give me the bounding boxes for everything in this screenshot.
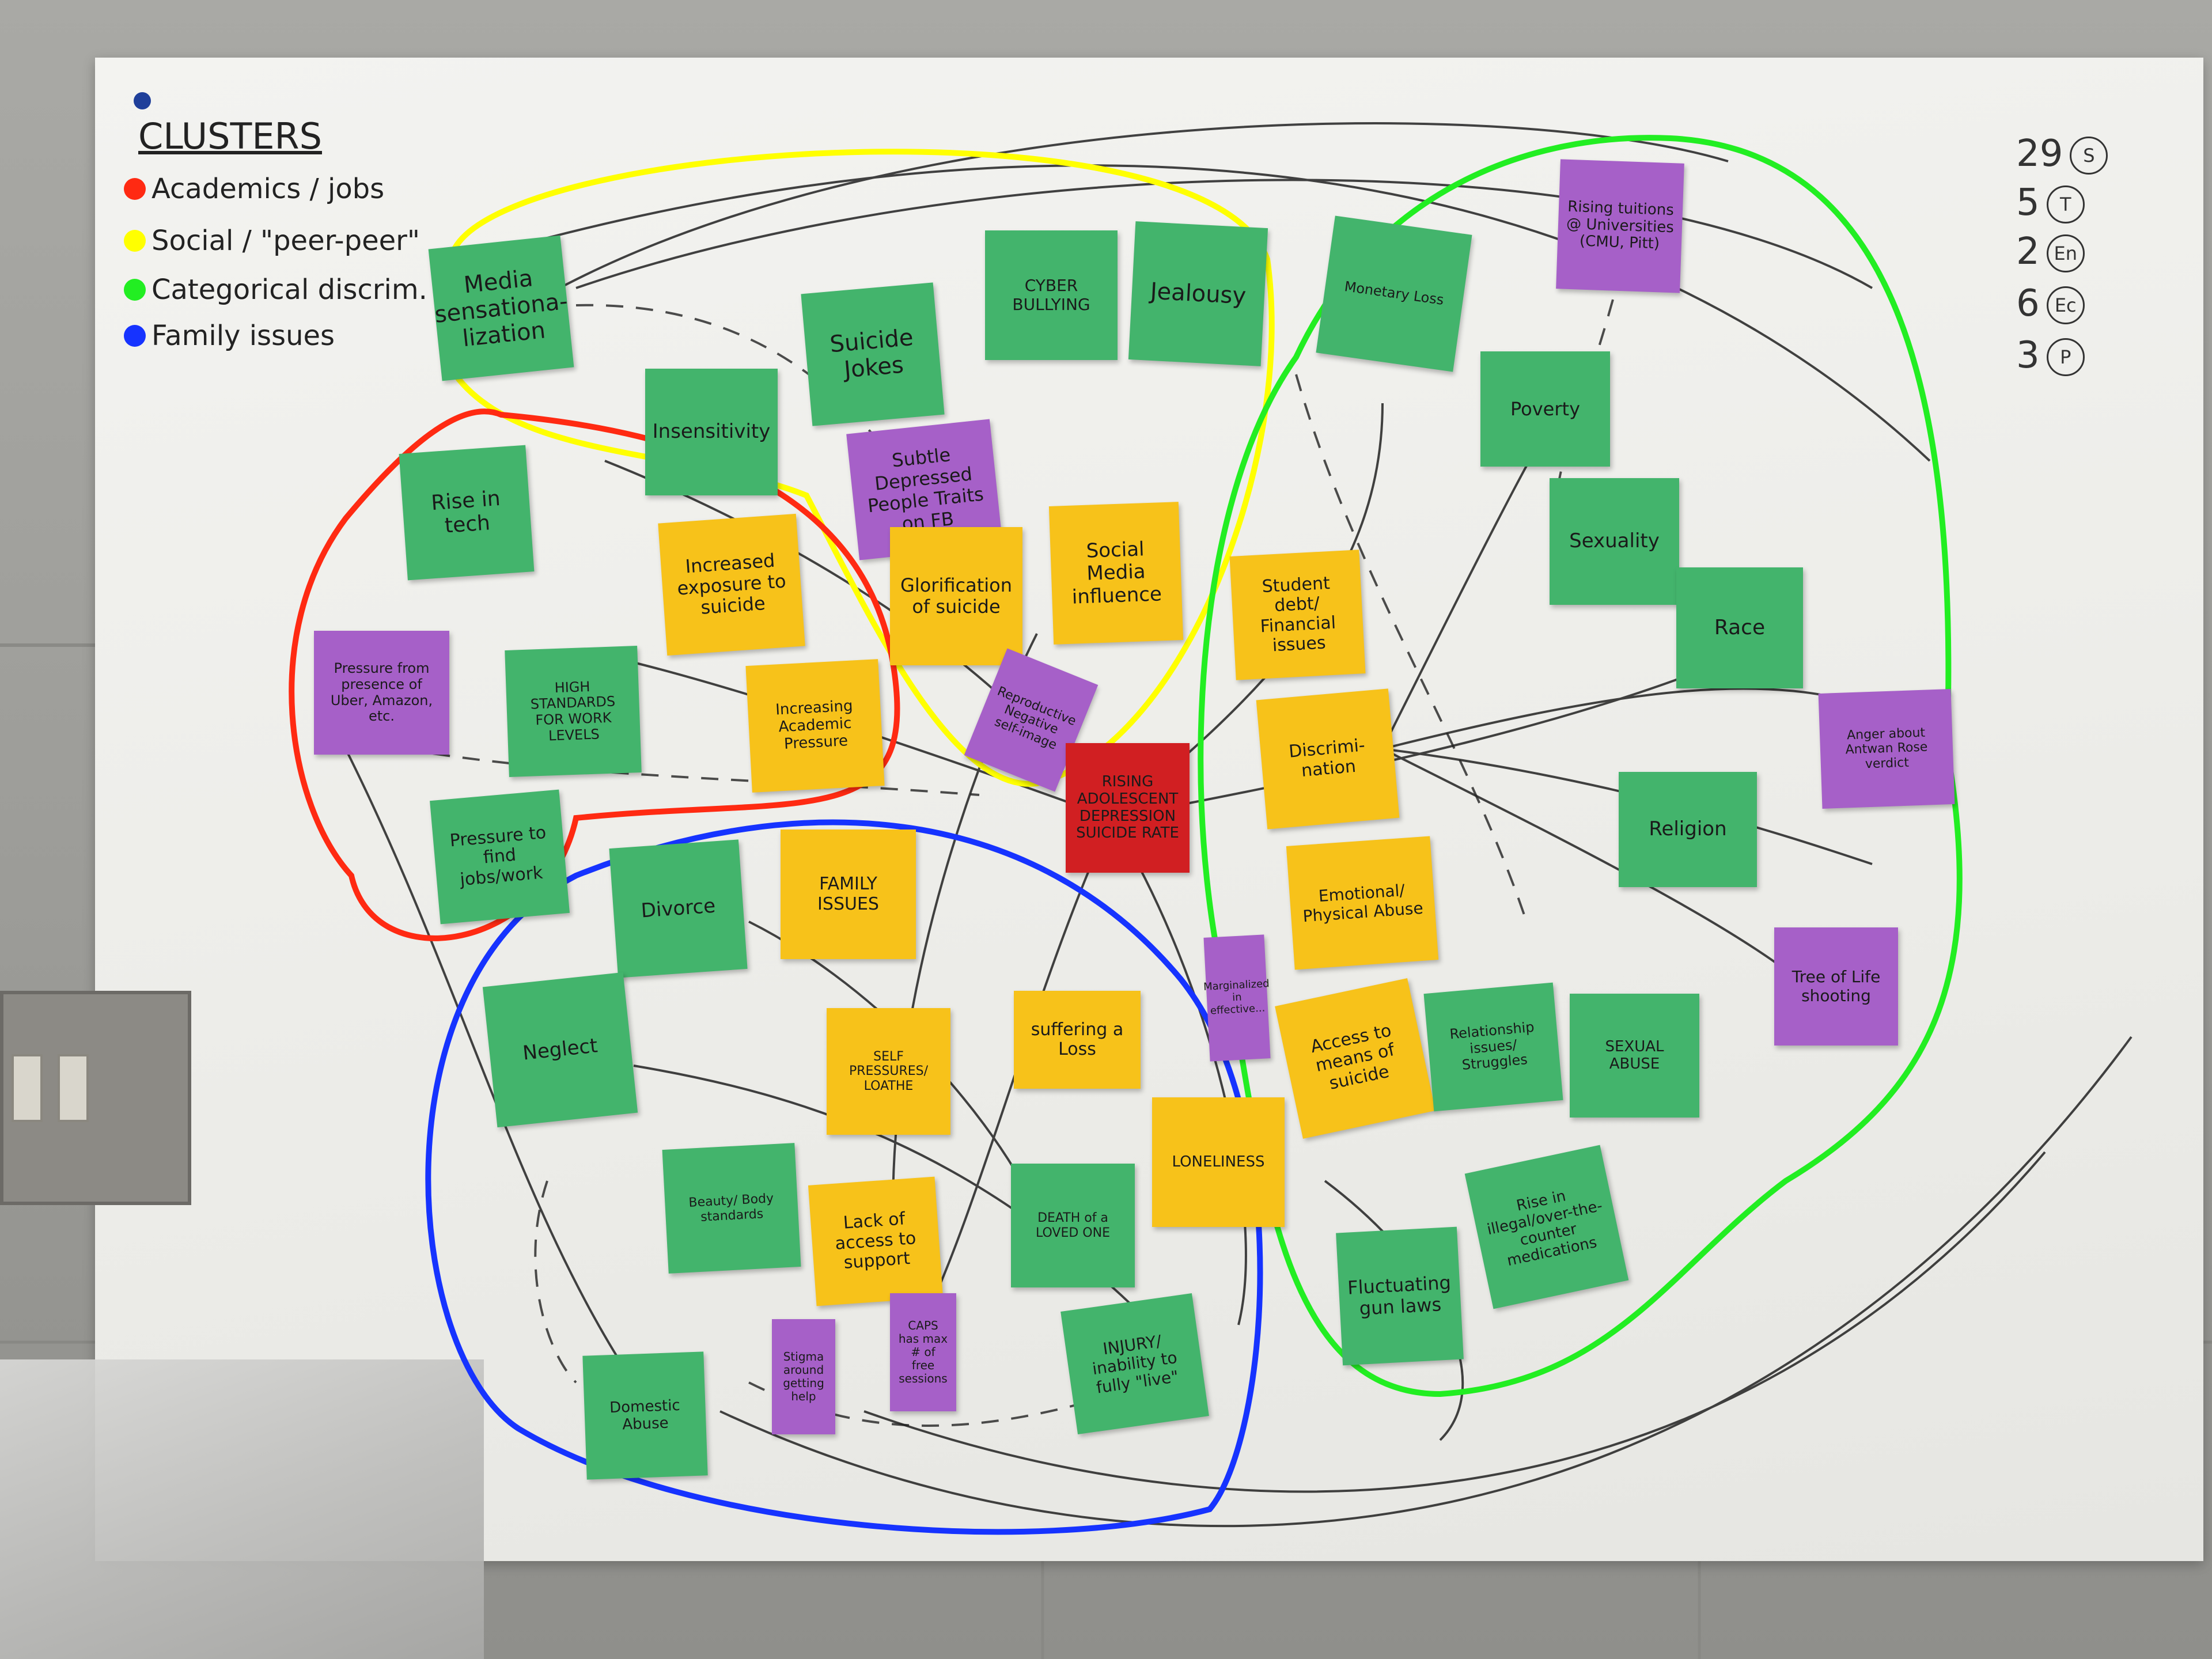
sticky-note: Pressure from presence of Uber, Amazon, … [314, 631, 449, 755]
sticky-note: Rising tuitions @ Universities (CMU, Pit… [1556, 159, 1684, 293]
sticky-note: Suicide Jokes [801, 282, 945, 426]
sticky-note: Glorification of suicide [890, 527, 1022, 665]
sticky-note: Social Media influence [1048, 502, 1184, 645]
legend-title: CLUSTERS [138, 115, 322, 157]
sticky-note: Religion [1619, 772, 1757, 887]
sticky-note: Rise in tech [399, 445, 535, 581]
sticky-note: Rise in illegal/over-the-counter medicat… [1464, 1145, 1629, 1309]
sticky-note: Anger about Antwan Rose verdict [1818, 689, 1955, 809]
sticky-note: Fluctuating gun laws [1336, 1226, 1464, 1366]
push-pin [134, 92, 151, 109]
sticky-note: Discrimi-nation [1256, 688, 1400, 830]
sticky-note: DEATH of a LOVED ONE [1011, 1164, 1135, 1287]
legend-dot [124, 279, 146, 301]
sticky-note: Insensitivity [645, 369, 778, 495]
legend-label: Family issues [151, 320, 335, 352]
sticky-note: Student debt/ Financial issues [1229, 550, 1366, 680]
legend-item: Social / "peer-peer" [124, 225, 420, 257]
tally-code: En [2046, 234, 2085, 273]
sticky-note: Marginalized in effective... [1203, 934, 1271, 1062]
tally-count: 6 [2016, 282, 2040, 325]
plastic-sheet [0, 1359, 484, 1659]
sticky-note: Tree of Life shooting [1774, 927, 1898, 1046]
sticky-note: CAPS has max # of free sessions [890, 1293, 956, 1411]
legend-label: Social / "peer-peer" [151, 225, 420, 257]
tally-count: 5 [2016, 181, 2040, 224]
legend-dot [124, 178, 146, 200]
sticky-note: Neglect [482, 972, 638, 1128]
tally-count: 2 [2016, 230, 2040, 273]
sticky-note: Lack of access to support [808, 1176, 944, 1306]
legend-label: Categorical discrim. [151, 274, 427, 306]
sticky-note: Sexuality [1550, 478, 1679, 605]
sticky-note: SELF PRESSURES/ LOATHE [827, 1008, 950, 1135]
tally-count: 29 [2016, 132, 2063, 175]
sticky-note: Poverty [1480, 351, 1610, 467]
sticky-note: RISING ADOLESCENT DEPRESSION SUICIDE RAT… [1066, 743, 1190, 873]
light-switch [58, 1054, 89, 1122]
sticky-note: Monetary Loss [1316, 215, 1472, 372]
legend-item: Family issues [124, 320, 335, 352]
sticky-note: Divorce [609, 839, 748, 978]
sticky-note: Emotional/ Physical Abuse [1286, 836, 1439, 970]
sticky-note: Race [1676, 567, 1803, 688]
sticky-note: Stigma around getting help [772, 1319, 835, 1434]
sticky-note: Increasing Academic Pressure [745, 659, 885, 793]
sticky-note: Relationship issues/ Struggles [1423, 982, 1563, 1112]
light-switch [12, 1054, 43, 1122]
sticky-note: Domestic Abuse [582, 1351, 708, 1480]
sticky-note: suffering a Loss [1014, 991, 1141, 1089]
tally-code: T [2046, 185, 2085, 224]
sticky-note: SEXUAL ABUSE [1570, 994, 1699, 1118]
tally-code: S [2070, 137, 2108, 175]
tally-code: Ec [2046, 286, 2085, 325]
sticky-note: Increased exposure to suicide [658, 513, 805, 656]
sticky-note: Jealousy [1128, 221, 1268, 366]
legend-item: Categorical discrim. [124, 274, 427, 306]
legend-item: Academics / jobs [124, 173, 384, 205]
sticky-note: Pressure to find jobs/work [430, 789, 570, 925]
sticky-note: CYBER BULLYING [985, 230, 1118, 360]
sticky-note: Access to means of suicide [1275, 978, 1435, 1139]
tally-code: P [2046, 338, 2085, 377]
legend-label: Academics / jobs [151, 173, 385, 205]
sticky-note: HIGH STANDARDS FOR WORK LEVELS [505, 646, 642, 777]
sticky-note: Media sensationa-lization [428, 235, 574, 381]
cluster-family-outline [425, 819, 1263, 1535]
sticky-note: INJURY/ inability to fully "live" [1060, 1293, 1209, 1434]
sticky-note: FAMILY ISSUES [781, 830, 916, 959]
legend-dot [124, 325, 146, 347]
sticky-note: Beauty/ Body standards [662, 1143, 801, 1274]
tally-count: 3 [2016, 334, 2040, 377]
sticky-note: LONELINESS [1152, 1097, 1285, 1227]
legend-dot [124, 230, 146, 252]
